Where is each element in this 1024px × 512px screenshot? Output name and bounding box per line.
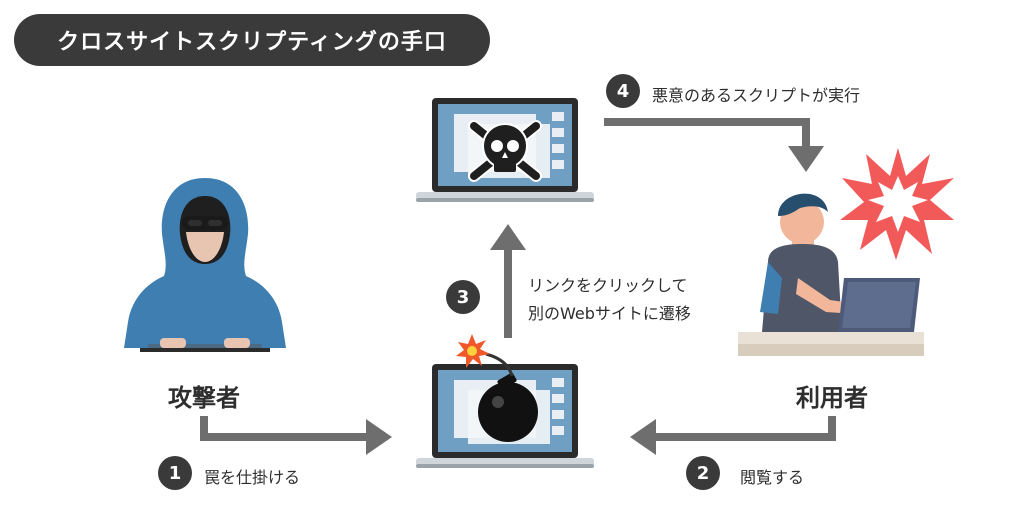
bomb-icon <box>456 334 538 442</box>
user-at-laptop-icon <box>738 193 924 356</box>
hooded-attacker-icon <box>124 178 286 352</box>
step-3-label-line-2: 別のWebサイトに遷移 <box>528 304 691 323</box>
step-2-badge: 2 <box>686 456 720 490</box>
arrow-step-3-head <box>490 224 526 250</box>
arrow-step-4 <box>604 118 810 148</box>
arrow-step-1-head <box>366 419 392 455</box>
step-1-badge: 1 <box>158 456 192 490</box>
skull-icon <box>468 120 542 182</box>
arrow-step-2 <box>654 416 836 441</box>
arrow-step-4-head <box>788 146 824 172</box>
explosion-burst-icon <box>840 148 954 260</box>
step-4-label: 悪意のあるスクリプトが実行 <box>652 86 861 105</box>
step-2-label: 閲覧する <box>740 468 805 487</box>
step-3-label-line-1: リンクをクリックして <box>528 276 688 295</box>
user-label: 利用者 <box>796 384 868 412</box>
arrow-step-1 <box>200 416 368 441</box>
arrow-step-2-head <box>630 419 656 455</box>
page-title: クロスサイトスクリプティングの手口 <box>14 14 490 66</box>
attacker-label: 攻撃者 <box>168 384 240 412</box>
step-1-label: 罠を仕掛ける <box>204 468 301 487</box>
step-3-badge: 3 <box>446 280 480 314</box>
step-4-badge: 4 <box>606 74 640 108</box>
malicious-laptop-icon <box>416 98 594 202</box>
bomb-laptop-icon <box>416 334 594 468</box>
